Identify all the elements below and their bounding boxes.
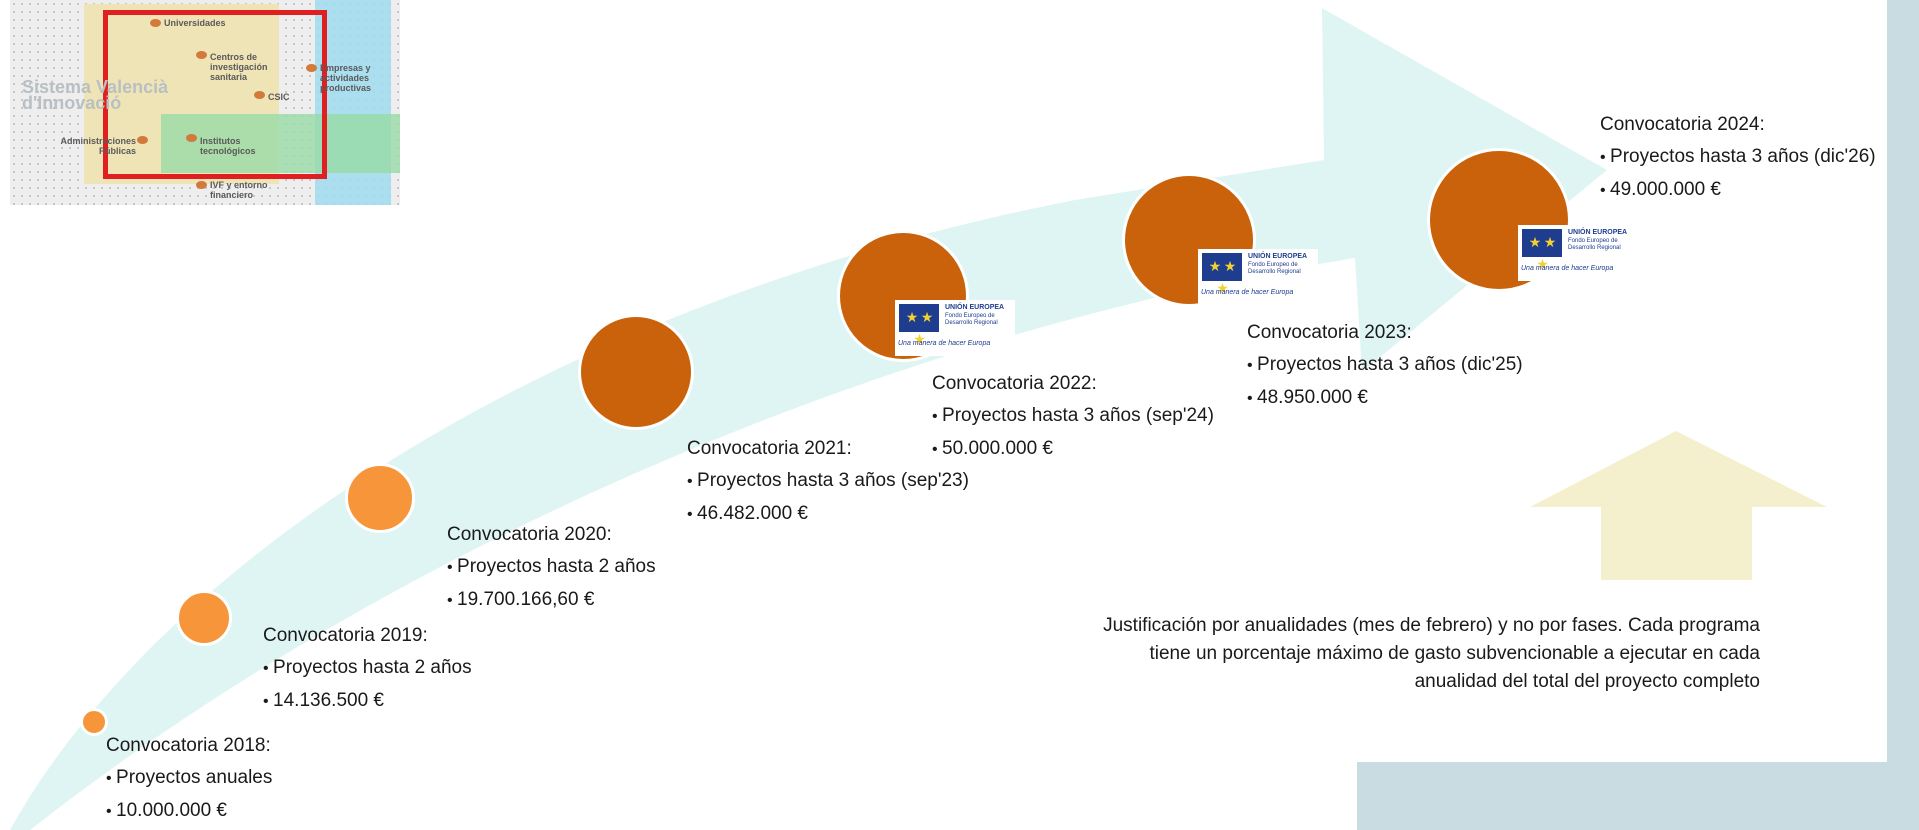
side-panel-bottom [1357,762,1919,830]
eu-flag-icon: ★ ★ ★ [899,304,939,348]
milestone-duration: Proyectos hasta 2 años [263,652,472,685]
milestone-duration: Proyectos hasta 3 años (sep'24) [932,400,1214,433]
thumbnail-highlight-box [103,10,327,179]
milestone-title: Convocatoria 2021: [687,438,852,459]
eu-feder-badge: ★ ★ ★ UNIÓN EUROPEA Fondo Europeo de Des… [1518,225,1638,281]
milestone-circle-2020 [345,463,415,533]
milestone-circle-2021 [578,314,694,430]
milestone-budget: 49.000.000 € [1600,174,1876,207]
eu-badge-title: UNIÓN EUROPEA [1248,253,1308,260]
node-empresas: Empresas y actividades productivas [320,63,372,93]
eu-feder-badge: ★ ★ ★ UNIÓN EUROPEA Fondo Europeo de Des… [1198,249,1318,305]
milestone-budget: 48.950.000 € [1247,382,1523,415]
node-csic: CSIC [268,92,290,102]
node-administraciones-icon [137,136,148,144]
milestone-callout-2019: Convocatoria 2019: Proyectos hasta 2 año… [263,620,472,718]
milestone-duration: Proyectos hasta 2 años [447,551,656,584]
eu-badge-subtitle: Fondo Europeo de Desarrollo Regional [945,313,998,326]
milestone-callout-2018: Convocatoria 2018: Proyectos anuales 10.… [106,730,272,828]
node-universidades: Universidades [164,18,226,28]
eu-flag-icon: ★ ★ ★ [1202,253,1242,297]
milestone-callout-2023: Convocatoria 2023: Proyectos hasta 3 año… [1247,317,1523,415]
node-universidades-icon [150,19,161,27]
eu-flag-icon: ★ ★ ★ [1522,229,1562,273]
milestone-callout-2024: Convocatoria 2024: Proyectos hasta 3 año… [1600,109,1876,207]
milestone-circle-2018 [80,708,108,736]
milestone-budget: 10.000.000 € [106,795,272,828]
node-centros: Centros de investigación sanitaria [210,52,268,82]
thumbnail-green-bar [161,114,400,173]
innovation-system-thumbnail: Sistema Valencià d'Innovació Universidad… [10,0,400,205]
milestone-circle-2019 [176,590,232,646]
milestone-budget: 46.482.000 € [687,498,969,531]
milestone-duration: Proyectos hasta 3 años (dic'26) [1600,141,1876,174]
thumbnail-heading-1: Sistema Valencià [22,77,169,97]
node-empresas-icon [306,64,317,72]
milestone-budget: 14.136.500 € [263,685,472,718]
eu-badge-tagline: Una manera de hacer Europa [898,340,991,347]
milestone-budget: 50.000.000 € [932,433,1214,466]
up-arrow-shape [1530,431,1827,580]
node-administraciones: Administraciones Públicas [60,136,136,156]
thumbnail-heading-2: d'Innovació [22,93,122,113]
node-csic-icon [254,91,265,99]
eu-feder-badge: ★ ★ ★ UNIÓN EUROPEA Fondo Europeo de Des… [895,300,1015,356]
eu-badge-title: UNIÓN EUROPEA [945,304,1005,311]
node-ivf-icon [196,181,207,189]
milestone-title: Convocatoria 2020: [447,524,612,545]
milestone-title: Convocatoria 2018: [106,735,271,756]
milestone-title: Convocatoria 2022: [932,373,1097,394]
milestone-callout-2020: Convocatoria 2020: Proyectos hasta 2 año… [447,519,656,617]
milestone-duration: Proyectos anuales [106,762,272,795]
node-centros-icon [196,51,207,59]
milestone-budget: 19.700.166,60 € [447,584,656,617]
milestone-title: Convocatoria 2019: [263,625,428,646]
eu-badge-tagline: Una manera de hacer Europa [1521,265,1614,272]
side-panel-right [1887,0,1919,830]
milestone-title: Convocatoria 2024: [1600,114,1765,135]
eu-badge-title: UNIÓN EUROPEA [1568,229,1628,236]
milestone-callout-2022: Convocatoria 2022: Proyectos hasta 3 año… [932,368,1214,466]
eu-badge-subtitle: Fondo Europeo de Desarrollo Regional [1568,238,1621,251]
eu-badge-subtitle: Fondo Europeo de Desarrollo Regional [1248,262,1301,275]
milestone-callout-2021: Convocatoria 2021: Proyectos hasta 3 año… [687,433,969,531]
eu-badge-tagline: Una manera de hacer Europa [1201,289,1294,296]
node-institutos: Institutos tecnológicos [200,136,256,156]
milestone-duration: Proyectos hasta 3 años (dic'25) [1247,349,1523,382]
milestone-title: Convocatoria 2023: [1247,322,1412,343]
milestone-duration: Proyectos hasta 3 años (sep'23) [687,465,969,498]
node-institutos-icon [186,134,197,142]
node-ivf: IVF y entorno financiero [210,180,268,200]
justification-note: Justificación por anualidades (mes de fe… [1103,615,1760,692]
